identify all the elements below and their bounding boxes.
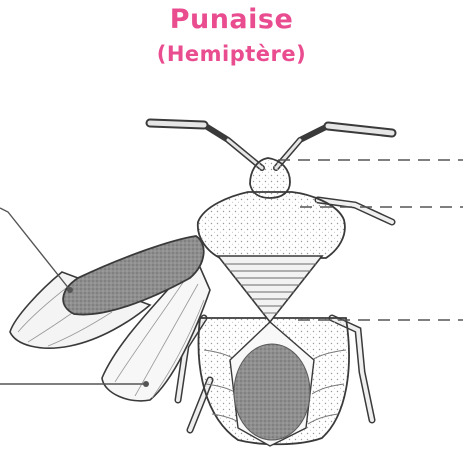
hindwing-pointer-dot <box>143 381 149 387</box>
head <box>250 158 290 198</box>
pronotum <box>198 192 345 258</box>
dorsal-spot <box>234 344 310 440</box>
forewing-label-line <box>0 208 70 290</box>
scutellum <box>218 256 322 322</box>
forewing-pointer-dot <box>67 287 73 293</box>
left-antenna <box>150 123 262 168</box>
